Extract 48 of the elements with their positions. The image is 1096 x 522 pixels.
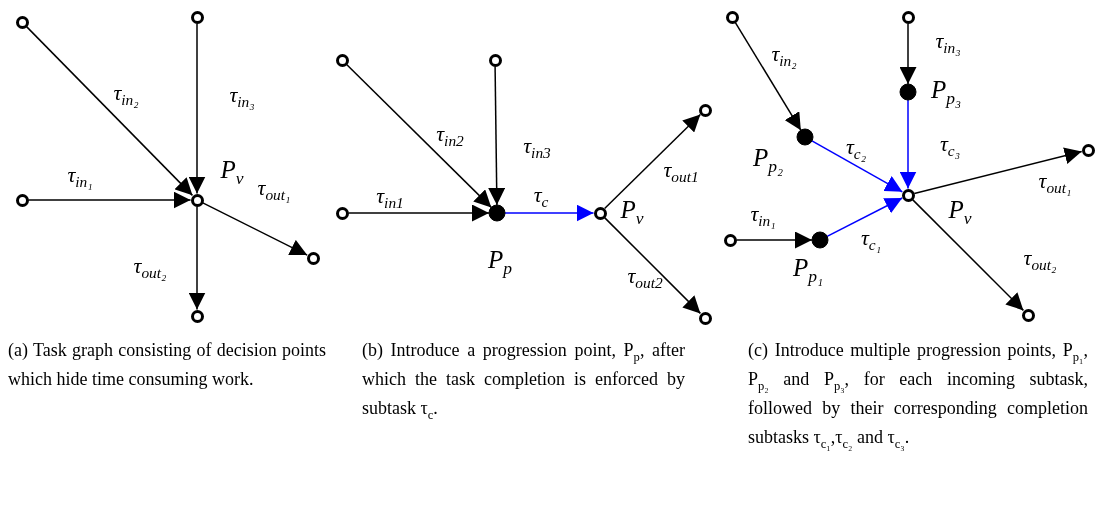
edge-label: τ$_{out₁}$: [257, 177, 291, 203]
edge-label: τ$_{c}$: [533, 184, 549, 210]
edge-label: τ$_{in2}$: [436, 123, 464, 149]
edge-label: τ$_{in₃}$: [229, 84, 255, 110]
arrow: [913, 147, 1083, 195]
edge-label: τ$_{in₂}$: [113, 82, 139, 108]
arrow: [603, 216, 702, 315]
edge-label: τ$_{out2}$: [627, 265, 663, 291]
node-label: P$_{p}$: [488, 246, 512, 278]
edge-label: τ$_{in₁}$: [67, 164, 93, 190]
arrow: [27, 191, 192, 209]
edge-label: τ$_{in₂}$: [771, 43, 797, 69]
arrow: [899, 22, 917, 85]
edge-label: τ$_{out₁}$: [1038, 170, 1072, 196]
arrow: [504, 204, 595, 222]
edge-label: τ$_{out₂}$: [1023, 247, 1057, 273]
edge-label: τ$_{in1}$: [376, 185, 404, 211]
edge-label: τ$_{c₃}$: [939, 133, 961, 159]
arrow: [202, 202, 308, 256]
arrow: [734, 21, 802, 131]
caption: (b) Introduce a progression point, P$_{p}$, after which the task completion is enforced by subtask τ$_{c}$.: [362, 339, 685, 423]
node-label: P$_{p₃}$: [930, 76, 962, 108]
arrow: [188, 205, 206, 311]
arrow: [25, 25, 194, 197]
arrow: [911, 198, 1025, 312]
caption: (c) Introduce multiple progression points, P$_{p₁}$, P$_{p₂}$ and P$_{p₃}$, for each incoming subtask, followed by their corresponding completion subtasks τ$_{c₁}$,τ$_{c₂}$ and τ$_{c₃}$.: [748, 339, 1088, 452]
arrow: [735, 231, 813, 249]
edge-label: τ$_{in₃}$: [935, 30, 961, 56]
node-label: P$_{v}$: [220, 156, 244, 188]
arrow: [826, 197, 903, 238]
node-label: P$_{v}$: [948, 196, 972, 228]
caption: (a) Task graph consisting of decision points which hide time consuming work.: [8, 339, 326, 391]
arrow: [899, 99, 917, 190]
node-label: P$_{p₁}$: [792, 254, 824, 286]
node-label: P$_{p₂}$: [752, 144, 784, 176]
node-label: P$_{v}$: [620, 196, 644, 228]
edge-label: τ$_{out₂}$: [133, 255, 167, 281]
edge-label: τ$_{out1}$: [663, 159, 699, 185]
arrow: [347, 204, 490, 222]
arrow: [488, 65, 506, 206]
edge-label: τ$_{in3}$: [523, 135, 551, 161]
edge-label: τ$_{c₁}$: [860, 227, 882, 253]
arrow: [345, 63, 493, 209]
arrow: [603, 113, 702, 210]
arrow: [811, 140, 904, 193]
edge-label: τ$_{c₂}$: [845, 136, 867, 162]
arrow: [188, 22, 206, 195]
edge-label: τ$_{in₁}$: [750, 203, 776, 229]
